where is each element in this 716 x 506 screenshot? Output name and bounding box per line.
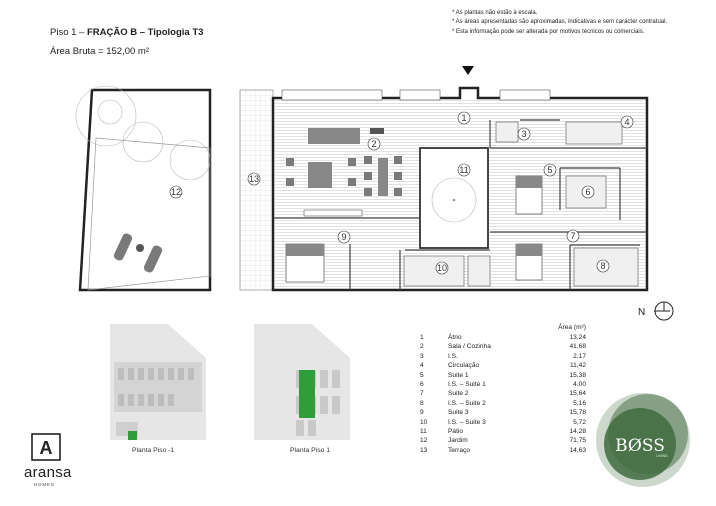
disclaimer-notes: * As plantas não estão à escala. * As ár…	[452, 9, 667, 37]
note-line: * As áreas apresentadas são aproximadas,…	[452, 19, 668, 26]
compass-label: N	[638, 307, 645, 318]
room-label: 9	[341, 232, 346, 242]
terrace	[239, 89, 274, 291]
legend-header: Área (m²)	[558, 323, 586, 331]
room-label: 12	[171, 187, 181, 197]
garden-outline	[78, 88, 212, 292]
highlight-unit	[299, 370, 315, 418]
project-logo: BØSS LIVING	[596, 393, 690, 487]
room-label: 7	[570, 231, 575, 241]
room-label: 11	[459, 165, 468, 175]
room-label: 10	[437, 263, 447, 273]
compass-icon: N	[638, 301, 674, 321]
title-prefix: Piso 1 –	[50, 27, 87, 38]
brand-logo-letter: A	[40, 438, 53, 458]
thumbnail-caption: Planta Piso -1	[132, 447, 175, 454]
table-icon	[308, 162, 332, 188]
room-label: 1	[461, 113, 466, 123]
thumbnail-caption: Planta Piso 1	[290, 447, 331, 454]
title-bold: FRAÇÃO B – Tipologia T3	[86, 27, 204, 38]
room-label: 4	[624, 117, 629, 127]
note-line: * Esta informação pode ser alterada por …	[452, 28, 645, 35]
room-label: 2	[371, 139, 376, 149]
room-label: 3	[521, 129, 526, 139]
logo-sub: LIVING	[656, 454, 668, 458]
brand-name: aransa	[24, 464, 72, 481]
thumbnail-floor-minus1	[110, 324, 206, 440]
page-title: Piso 1 – FRAÇÃO B – Tipologia T3	[50, 27, 203, 38]
note-line: * As plantas não estão à escala.	[452, 10, 538, 16]
room-label: 6	[585, 187, 590, 197]
thumbnail-floor-1	[254, 324, 350, 440]
room-label: 5	[547, 165, 552, 175]
gross-area: Área Bruta = 152,00 m²	[50, 46, 150, 57]
highlight-unit	[128, 431, 137, 440]
sofa-icon	[308, 128, 360, 144]
lounger-icon	[113, 233, 163, 273]
entrance-arrow-icon	[462, 66, 474, 75]
brand-sub: HOMES	[34, 482, 55, 487]
logo-text: BØSS	[615, 436, 665, 456]
room-label: 8	[600, 261, 605, 271]
floor-plan: 1 2 3 4 5 6 7 8 9 10 11 12 13	[75, 66, 649, 292]
brand-logo-icon: A	[31, 433, 61, 461]
patio	[419, 147, 489, 249]
room-label: 13	[249, 174, 259, 184]
